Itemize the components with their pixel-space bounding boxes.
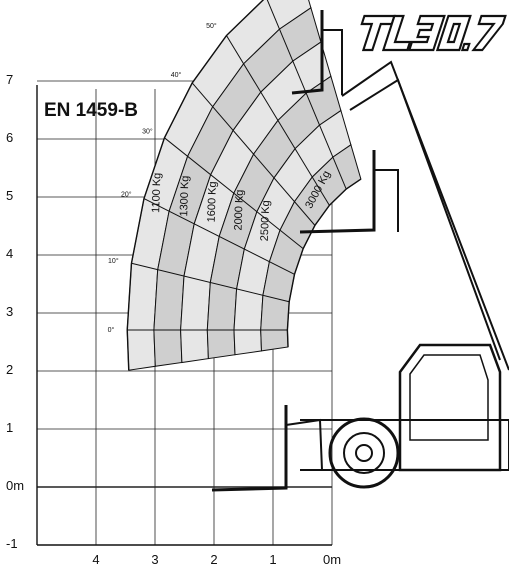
angle-label: 40° xyxy=(171,71,182,79)
load-zone-label: 2500 Kg xyxy=(259,200,272,241)
load-zone-label: 1300 Kg xyxy=(178,175,191,216)
load-zone-label: 1100 Kg xyxy=(150,173,163,214)
y-tick-label: 3 xyxy=(6,304,14,319)
y-tick-label: 6 xyxy=(6,130,14,145)
angle-line xyxy=(131,262,290,303)
model-logo xyxy=(360,14,507,52)
envelope-outline xyxy=(126,0,362,371)
y-tick-label: 0m xyxy=(6,478,25,493)
load-zone-label: 2000 Kg xyxy=(232,189,245,230)
angle-label: 10° xyxy=(108,257,119,265)
angle-label: 50° xyxy=(206,22,217,30)
angle-labels: 0°10°20°30°40°50°60° xyxy=(108,22,217,334)
angle-line xyxy=(164,137,304,250)
outer-envelope xyxy=(126,0,265,371)
x-tick-label: 4 xyxy=(92,552,100,567)
angle-line xyxy=(191,82,316,226)
angle-label: 0° xyxy=(108,326,115,334)
y-tick-label: 2 xyxy=(6,362,14,377)
standard-label: EN 1459-B xyxy=(44,100,138,121)
boom-angle-lines xyxy=(127,0,347,331)
angle-line xyxy=(226,35,330,206)
y-tick-label: -1 xyxy=(6,536,18,551)
x-tick-label: 1 xyxy=(269,552,277,567)
y-tick-label: 4 xyxy=(6,246,14,261)
y-tick-label: 5 xyxy=(6,188,14,203)
x-tick-label: 2 xyxy=(210,552,218,567)
x-tick-label: 0m xyxy=(322,552,342,567)
angle-line xyxy=(143,198,295,275)
x-tick-label: 3 xyxy=(151,552,159,567)
inner-envelope xyxy=(286,178,362,348)
y-tick-label: 1 xyxy=(6,420,14,435)
angle-label: 30° xyxy=(142,128,153,136)
y-tick-label: 7 xyxy=(6,72,14,87)
angle-label: 20° xyxy=(121,190,132,198)
load-zone-label: 1600 Kg xyxy=(206,181,219,222)
telehandler-illustration xyxy=(211,10,509,492)
